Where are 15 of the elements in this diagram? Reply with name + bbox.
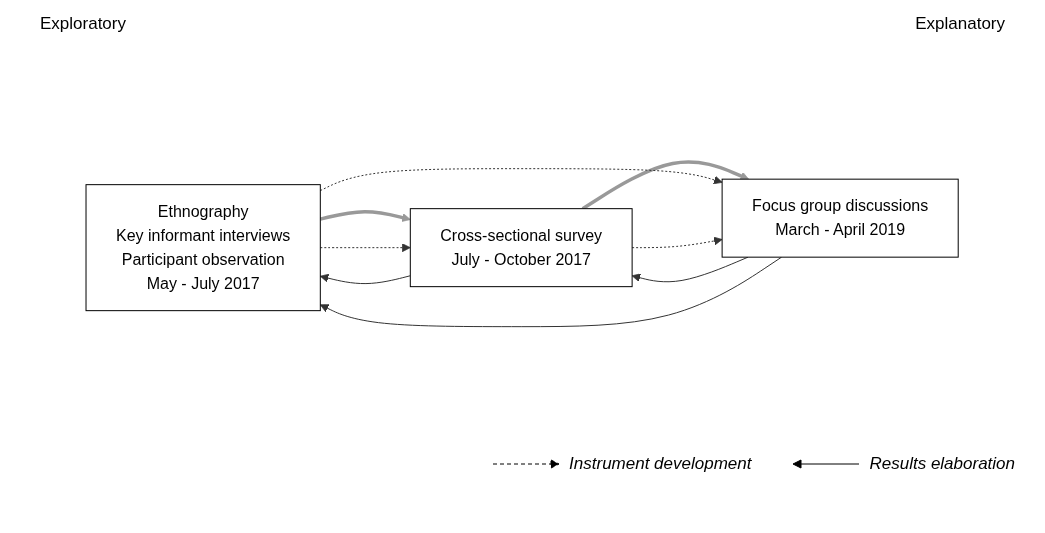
arrow (320, 167, 723, 191)
arrow (582, 159, 750, 210)
node-box: Focus group discussions March - April 2019 (722, 178, 960, 258)
arrow (320, 273, 412, 284)
legend-text: Results elaboration (869, 454, 1015, 474)
arrow (320, 256, 783, 327)
arrow (320, 242, 412, 252)
node-box: Ethnography Key informant interviews Participant observation May - July 2017 (85, 183, 322, 311)
heading-label: Exploratory (40, 14, 126, 35)
arrow (632, 256, 749, 282)
node-box: Cross-sectional survey July - October 2017 (410, 207, 633, 287)
heading-label: Explanatory (915, 14, 1005, 35)
legend-text: Instrument development (569, 454, 752, 474)
arrow (320, 209, 412, 222)
arrow (632, 236, 723, 248)
